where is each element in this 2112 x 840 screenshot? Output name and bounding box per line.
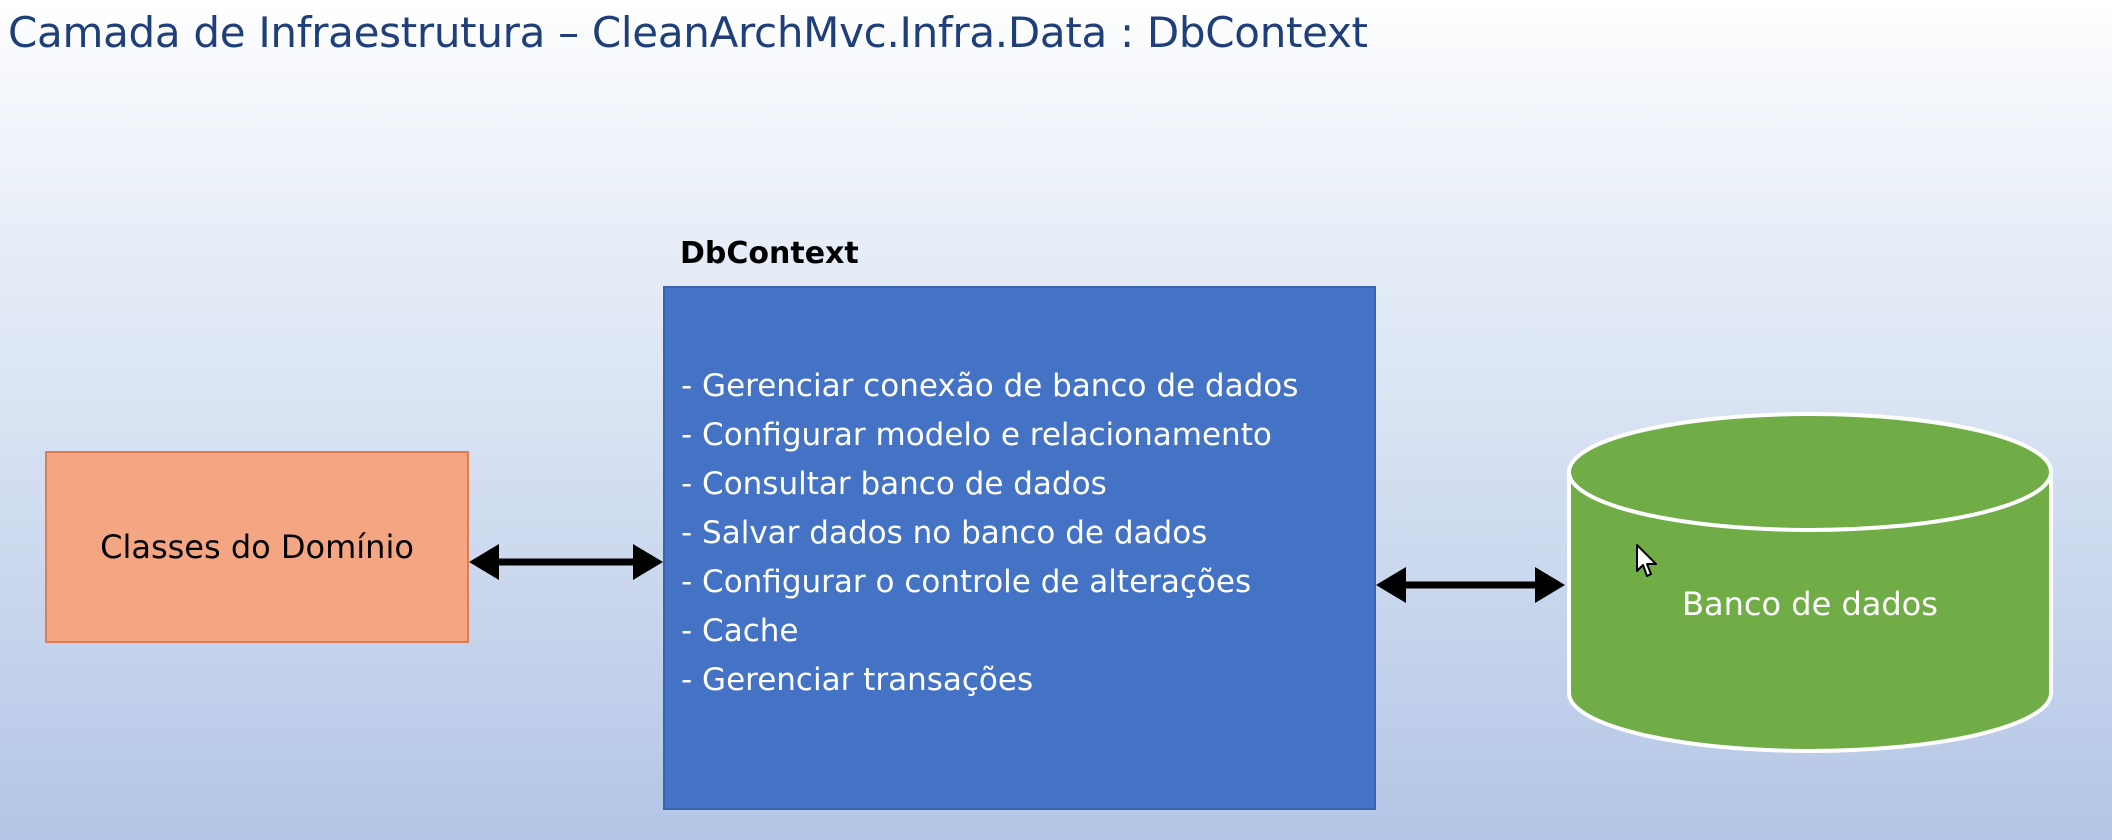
dbcontext-heading: DbContext xyxy=(680,236,859,271)
double-arrow-icon xyxy=(1376,567,1565,603)
responsibility-item: Gerenciar conexão de banco de dados xyxy=(681,362,1298,411)
responsibility-item: Consultar banco de dados xyxy=(681,460,1298,509)
responsibility-list: Gerenciar conexão de banco de dados Conf… xyxy=(665,362,1298,735)
slide-title: Camada de Infraestrutura – CleanArchMvc.… xyxy=(8,8,1368,57)
responsibility-item: Cache xyxy=(681,607,1298,656)
domain-classes-box: Classes do Domínio xyxy=(45,451,469,643)
dbcontext-box: Gerenciar conexão de banco de dados Conf… xyxy=(663,286,1376,810)
responsibility-item: Salvar dados no banco de dados xyxy=(681,509,1298,558)
double-arrow-icon xyxy=(469,544,663,580)
responsibility-item: Configurar modelo e relacionamento xyxy=(681,411,1298,460)
database-cylinder xyxy=(1567,412,2053,753)
responsibility-item: Configurar o controle de alterações xyxy=(681,558,1298,607)
responsibility-item: Gerenciar transações xyxy=(681,656,1298,705)
mouse-pointer-icon xyxy=(1636,544,1657,577)
database-label: Banco de dados xyxy=(1682,585,1938,623)
domain-classes-label: Classes do Domínio xyxy=(100,528,414,566)
